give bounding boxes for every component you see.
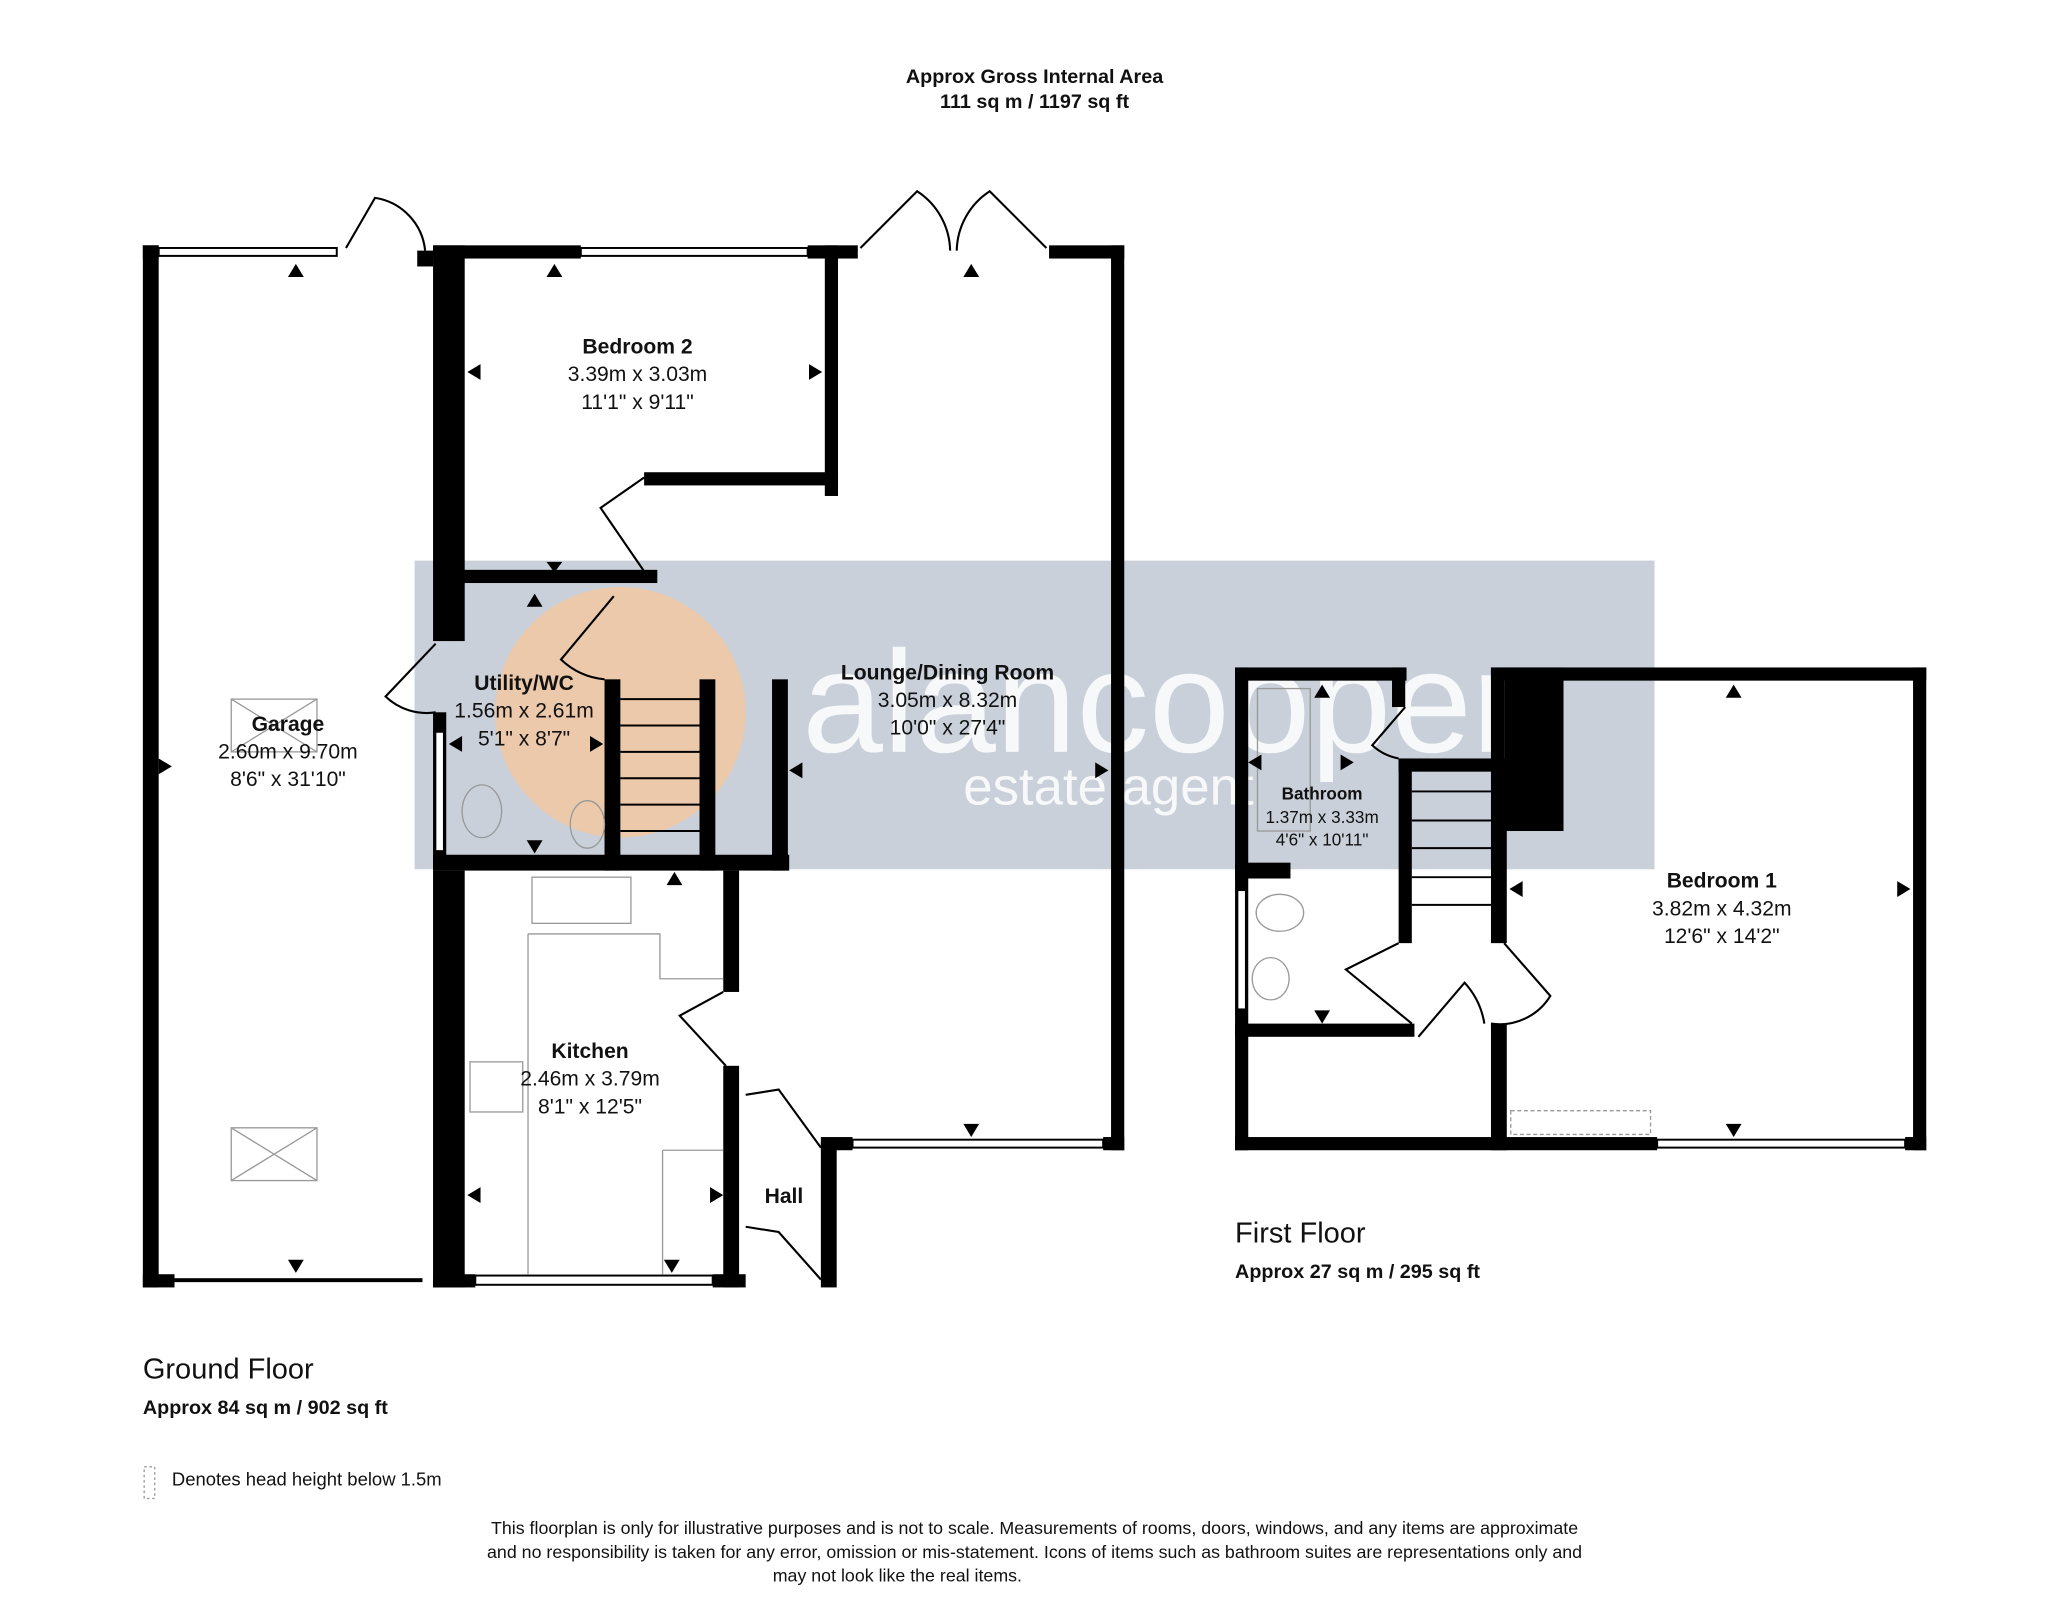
room-name: Bathroom xyxy=(1282,783,1363,803)
first-floor-walls xyxy=(1235,667,1927,1151)
measurement-arrows xyxy=(158,263,1911,1273)
room-lounge-dining: Lounge/Dining Room 3.05m x 8.32m 10'0" x… xyxy=(841,661,1054,739)
room-metric: 1.56m x 2.61m xyxy=(454,700,594,723)
room-kitchen: Kitchen 2.46m x 3.79m 8'1" x 12'5" xyxy=(520,1040,660,1118)
header-title: Approx Gross Internal Area xyxy=(906,66,1164,88)
toilet-icon xyxy=(461,784,503,839)
hob-icon xyxy=(469,1061,524,1113)
ground-floor-label: Ground Floor xyxy=(143,1353,314,1385)
room-name: Bedroom 2 xyxy=(582,336,692,359)
first-floor-label: First Floor xyxy=(1235,1218,1366,1250)
ground-floor-walls xyxy=(142,245,1125,1288)
room-bedroom-1: Bedroom 1 3.82m x 4.32m 12'6" x 14'2" xyxy=(1652,870,1792,948)
room-imperial: 11'1" x 9'11" xyxy=(581,391,694,414)
basin-icon xyxy=(1251,956,1290,1001)
room-metric: 2.60m x 9.70m xyxy=(218,740,358,763)
garage-skylight-icon xyxy=(230,698,318,753)
watermark-logo: alancooper estate agent xyxy=(414,560,1655,870)
room-metric: 2.46m x 3.79m xyxy=(520,1068,660,1091)
room-imperial: 12'6" x 14'2" xyxy=(1664,925,1780,948)
sink-icon xyxy=(531,876,632,925)
room-name: Kitchen xyxy=(551,1040,628,1063)
room-metric: 3.39m x 3.03m xyxy=(568,363,708,386)
room-imperial: 10'0" x 27'4" xyxy=(890,717,1006,740)
legend-text: Denotes head height below 1.5m xyxy=(172,1468,442,1489)
room-bedroom-2: Bedroom 2 3.39m x 3.03m 11'1" x 9'11" xyxy=(568,336,708,414)
ground-floor-area: Approx 84 sq m / 902 sq ft xyxy=(143,1397,388,1419)
room-imperial: 8'6" x 31'10" xyxy=(230,768,346,791)
room-metric: 3.05m x 8.32m xyxy=(878,689,1018,712)
first-floor-area: Approx 27 sq m / 295 sq ft xyxy=(1235,1261,1480,1283)
disclaimer-line: and no responsibility is taken for any e… xyxy=(487,1542,1582,1562)
room-garage: Garage 2.60m x 9.70m 8'6" x 31'10" xyxy=(218,713,358,791)
room-bathroom: Bathroom 1.37m x 3.33m 4'6" x 10'11" xyxy=(1265,783,1378,849)
watermark-tagline: estate agent xyxy=(963,758,1254,817)
room-name: Garage xyxy=(252,713,325,736)
room-imperial: 5'1" x 8'7" xyxy=(478,727,570,750)
disclaimer-line: This floorplan is only for illustrative … xyxy=(491,1518,1578,1538)
ground-floor-doors xyxy=(345,189,1048,1281)
header-area: 111 sq m / 1197 sq ft xyxy=(940,91,1129,113)
basin-icon xyxy=(569,800,606,849)
room-name: Lounge/Dining Room xyxy=(841,661,1054,684)
ground-floor-fixtures xyxy=(230,698,724,1275)
head-height-legend-icon xyxy=(143,1466,156,1500)
room-name: Utility/WC xyxy=(474,672,574,695)
garage-skylight-icon xyxy=(230,1127,318,1182)
room-imperial: 8'1" x 12'5" xyxy=(538,1095,642,1118)
room-metric: 3.82m x 4.32m xyxy=(1652,897,1792,920)
room-utility-wc: Utility/WC 1.56m x 2.61m 5'1" x 8'7" xyxy=(454,672,594,750)
room-metric: 1.37m x 3.33m xyxy=(1265,807,1378,827)
room-hall: Hall xyxy=(765,1185,804,1208)
toilet-icon xyxy=(1255,893,1305,932)
room-name: Bedroom 1 xyxy=(1667,870,1777,893)
disclaimer-line: may not look like the real items. xyxy=(773,1566,1022,1586)
room-imperial: 4'6" x 10'11" xyxy=(1276,830,1369,850)
